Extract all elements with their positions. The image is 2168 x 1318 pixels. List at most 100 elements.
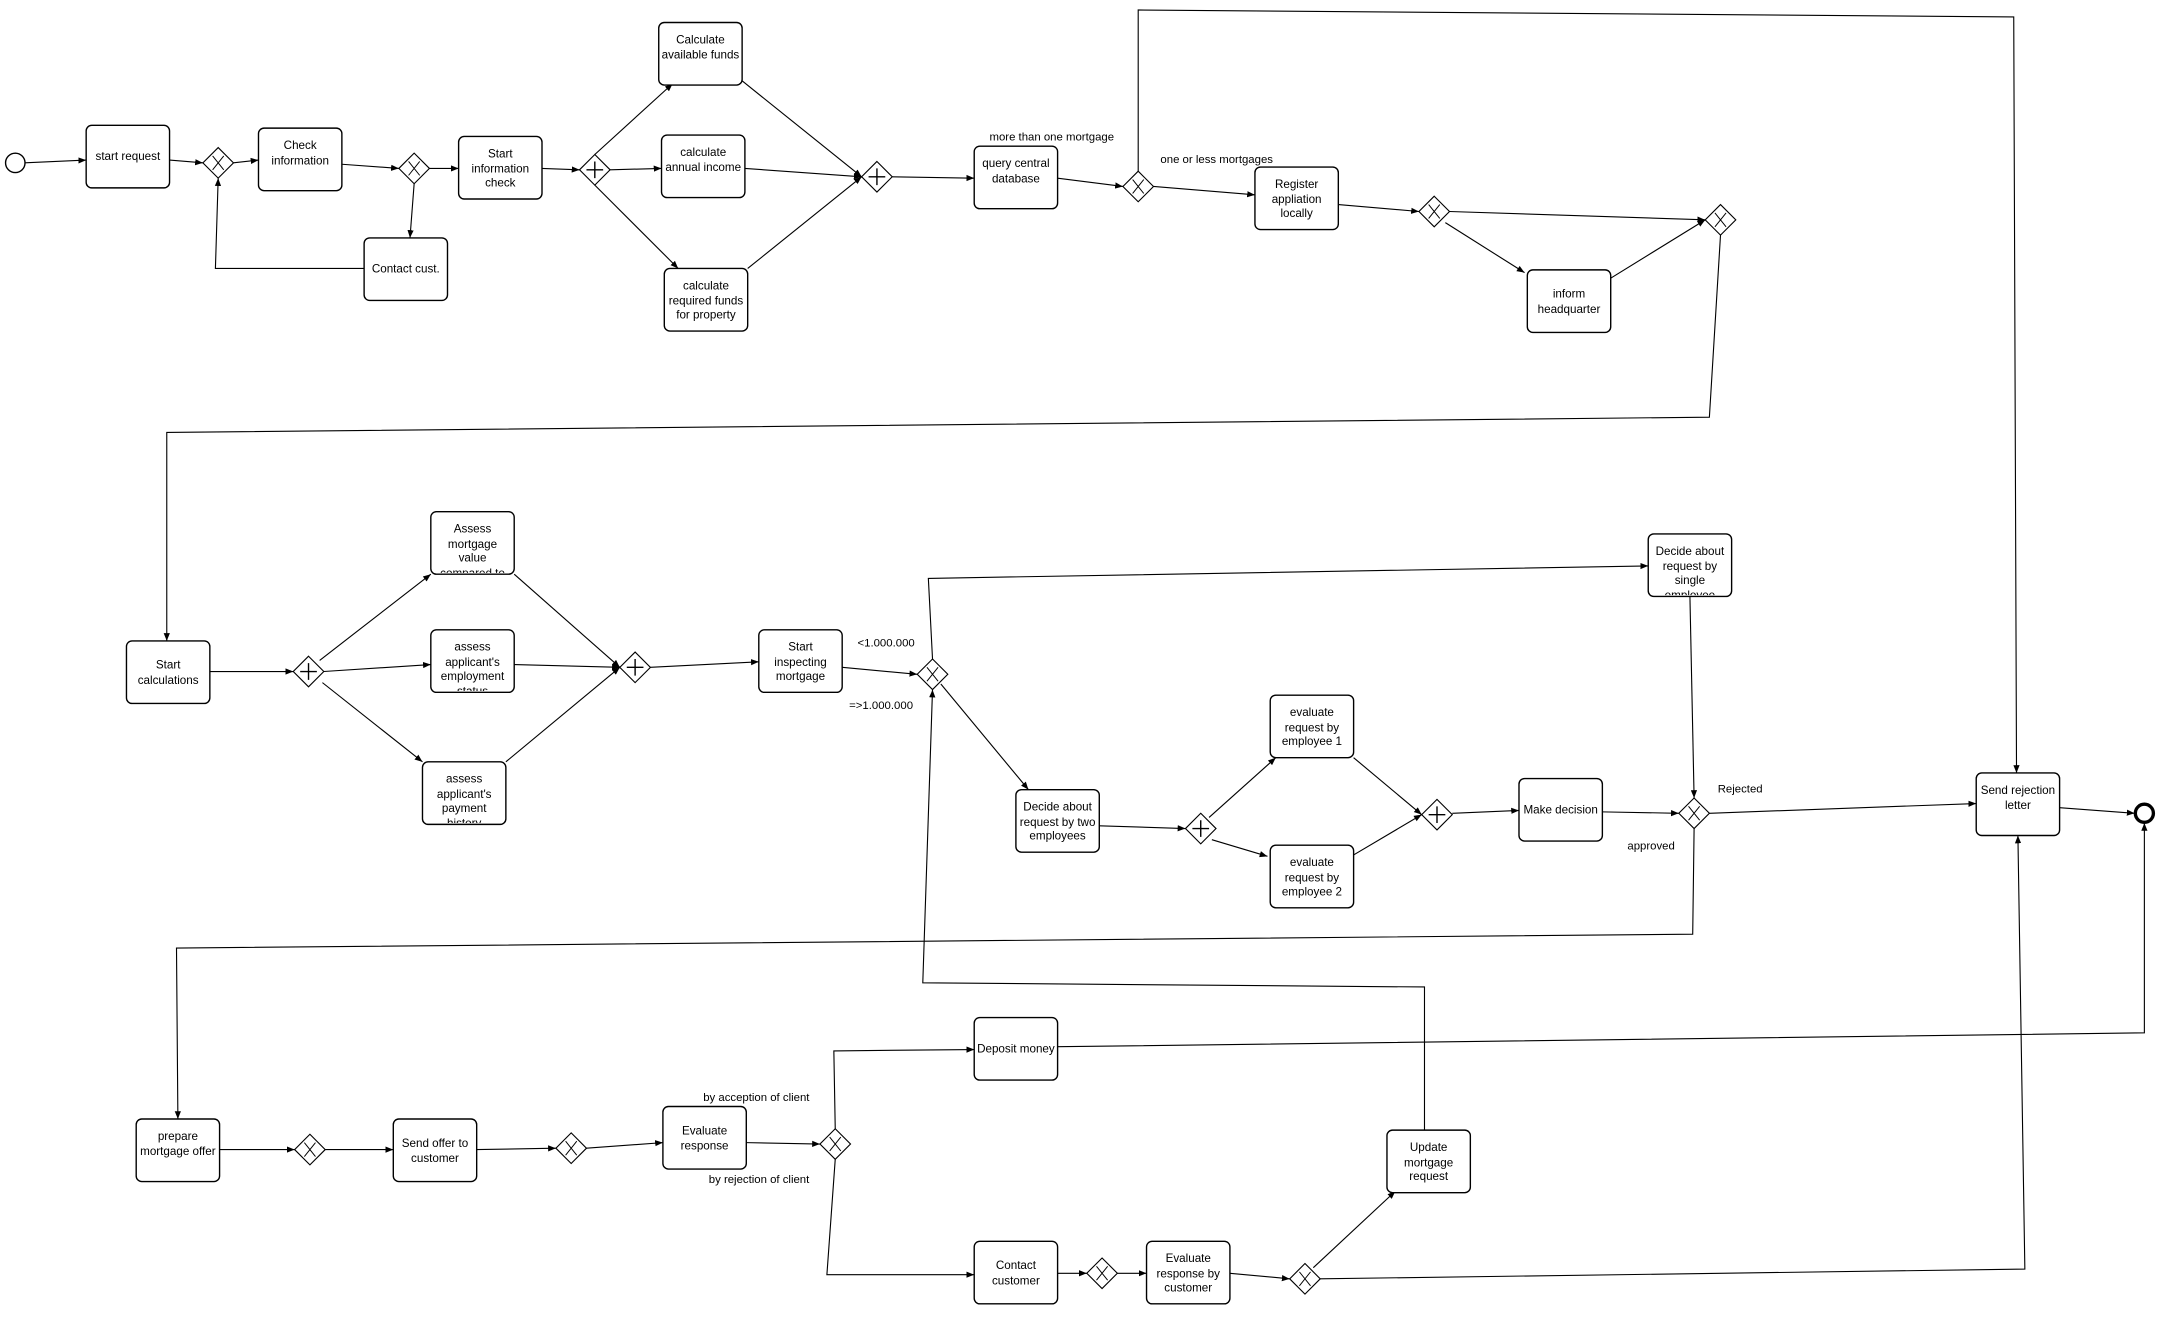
exclusive-gateway-g10[interactable]: [916, 658, 949, 691]
task-t27[interactable]: Contact customer: [973, 1240, 1059, 1305]
sequence-flow[interactable]: [1353, 814, 1422, 856]
task-box[interactable]: [430, 629, 515, 694]
exclusive-gateway-g6[interactable]: [1418, 195, 1451, 228]
sequence-flow[interactable]: [922, 689, 1426, 1131]
task-t20[interactable]: Make decision: [1518, 777, 1604, 842]
sequence-flow[interactable]: [476, 1145, 556, 1152]
task-box[interactable]: [457, 135, 543, 200]
task-t23[interactable]: Send offer to customer: [392, 1118, 478, 1183]
sequence-flow[interactable]: [650, 659, 759, 668]
task-box[interactable]: [973, 1016, 1059, 1081]
sequence-flow[interactable]: [2059, 807, 2135, 816]
sequence-flow[interactable]: [741, 80, 862, 178]
task-box[interactable]: [135, 1118, 221, 1183]
task-box[interactable]: [1647, 533, 1733, 598]
sequence-flow[interactable]: [1353, 757, 1423, 816]
sequence-flow[interactable]: [1449, 210, 1706, 223]
task-t6[interactable]: calculate annual income: [660, 134, 746, 199]
task-t19[interactable]: evaluate request by employee 2: [1269, 844, 1355, 909]
parallel-gateway-g4[interactable]: [860, 160, 894, 193]
task-t7[interactable]: calculate required funds for property: [663, 267, 749, 332]
sequence-flow[interactable]: [1602, 810, 1679, 817]
sequence-flow[interactable]: [940, 683, 1029, 790]
task-box[interactable]: [973, 1240, 1059, 1305]
task-t1[interactable]: start request: [85, 124, 171, 189]
sequence-flow[interactable]: [319, 573, 432, 661]
exclusive-gateway-g7[interactable]: [1704, 203, 1737, 236]
exclusive-gateway-g1[interactable]: [202, 146, 235, 179]
parallel-gateway-g9[interactable]: [619, 651, 652, 684]
task-t25[interactable]: Deposit money: [973, 1016, 1059, 1081]
sequence-flow[interactable]: [1057, 177, 1123, 189]
parallel-gateway-g3[interactable]: [578, 153, 611, 186]
sequence-flow[interactable]: [1320, 835, 2026, 1280]
task-t15[interactable]: Start inspecting mortgage: [758, 629, 843, 694]
sequence-flow[interactable]: [322, 682, 423, 763]
task-t5[interactable]: Calculate available funds: [658, 21, 743, 86]
sequence-flow[interactable]: [833, 1046, 975, 1129]
task-t22[interactable]: prepare mortgage offer: [135, 1118, 221, 1183]
sequence-flow[interactable]: [1610, 219, 1706, 279]
sequence-flow[interactable]: [1338, 204, 1419, 214]
task-t24[interactable]: Evaluate response: [662, 1105, 747, 1170]
parallel-gateway-g12[interactable]: [1420, 798, 1454, 831]
task-t16[interactable]: Decide about request by single employee: [1647, 533, 1733, 598]
parallel-gateway-g8[interactable]: [292, 655, 325, 688]
sequence-flow[interactable]: [233, 157, 259, 165]
task-t10[interactable]: inform headquarter: [1526, 269, 1612, 334]
task-box[interactable]: [663, 267, 749, 332]
task-t17[interactable]: Decide about request by two employees: [1015, 788, 1100, 853]
sequence-flow[interactable]: [1689, 596, 1698, 798]
task-box[interactable]: [1518, 777, 1604, 842]
sequence-flow[interactable]: [594, 184, 679, 269]
task-box[interactable]: [1254, 166, 1340, 231]
task-t9[interactable]: Register appliation locally: [1254, 166, 1340, 231]
task-t21[interactable]: Send rejection letter: [1975, 772, 2061, 837]
task-t8[interactable]: query central database: [973, 145, 1059, 210]
task-box[interactable]: [125, 640, 211, 705]
task-box[interactable]: [257, 127, 343, 192]
sequence-flow[interactable]: [513, 573, 621, 668]
task-t4[interactable]: Start information check: [457, 135, 543, 200]
sequence-flow[interactable]: [586, 1140, 663, 1149]
sequence-flow[interactable]: [1211, 839, 1268, 858]
sequence-flow[interactable]: [1208, 757, 1277, 818]
task-box[interactable]: [85, 124, 171, 189]
task-t14[interactable]: assess applicant's payment history: [421, 761, 507, 826]
task-box[interactable]: [1145, 1240, 1231, 1305]
exclusive-gateway-g13[interactable]: [1678, 797, 1711, 830]
sequence-flow[interactable]: [341, 163, 399, 171]
task-t12[interactable]: Assess mortgage value compared to: [430, 510, 515, 575]
sequence-flow[interactable]: [1137, 9, 2020, 773]
task-box[interactable]: [662, 1105, 747, 1170]
sequence-flow[interactable]: [24, 157, 87, 164]
task-t2[interactable]: Check information: [257, 127, 343, 192]
sequence-flow[interactable]: [610, 165, 662, 172]
exclusive-gateway-g14[interactable]: [293, 1133, 326, 1166]
task-box[interactable]: [1526, 269, 1612, 334]
sequence-flow[interactable]: [214, 178, 365, 270]
task-box[interactable]: [363, 237, 449, 302]
task-t18[interactable]: evaluate request by employee 1: [1269, 694, 1355, 759]
start-event[interactable]: [4, 152, 26, 174]
sequence-flow[interactable]: [169, 159, 203, 166]
exclusive-gateway-g15[interactable]: [555, 1132, 588, 1165]
sequence-flow[interactable]: [541, 166, 580, 173]
sequence-flow[interactable]: [514, 664, 620, 671]
sequence-flow[interactable]: [1709, 800, 1977, 814]
sequence-flow[interactable]: [1452, 807, 1520, 814]
sequence-flow[interactable]: [163, 235, 1722, 641]
end-event[interactable]: [2133, 802, 2156, 824]
sequence-flow[interactable]: [1229, 1272, 1290, 1282]
task-box[interactable]: [1015, 788, 1100, 853]
sequence-flow[interactable]: [407, 183, 415, 238]
task-t3[interactable]: Contact cust.: [363, 237, 449, 302]
sequence-flow[interactable]: [323, 661, 431, 673]
task-box[interactable]: [430, 510, 515, 575]
task-box[interactable]: [660, 134, 746, 199]
task-box[interactable]: [758, 629, 843, 694]
sequence-flow[interactable]: [746, 1140, 820, 1147]
task-box[interactable]: [1269, 694, 1355, 759]
sequence-flow[interactable]: [1057, 822, 2148, 1048]
task-t26[interactable]: Update mortgage request: [1386, 1129, 1472, 1194]
